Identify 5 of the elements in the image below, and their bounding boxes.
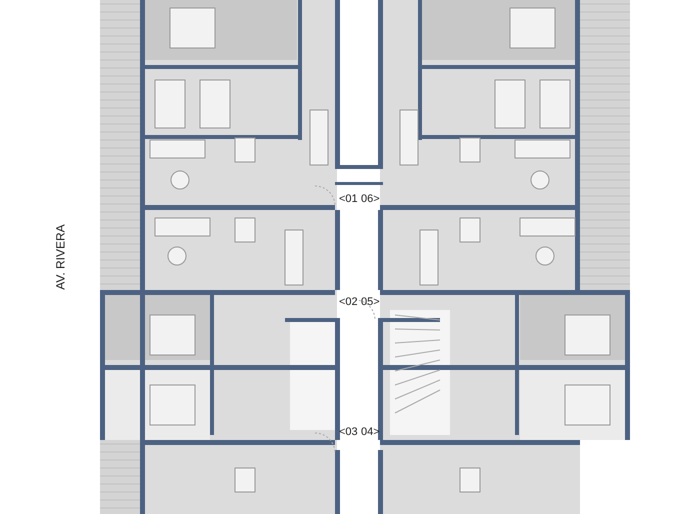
street-name: AV. RIVERA — [54, 224, 68, 290]
unit-number: <02 — [339, 296, 358, 308]
unit-number: <01 — [339, 193, 358, 205]
unit-number: 05> — [361, 296, 380, 308]
unit-number: 06> — [361, 193, 380, 205]
